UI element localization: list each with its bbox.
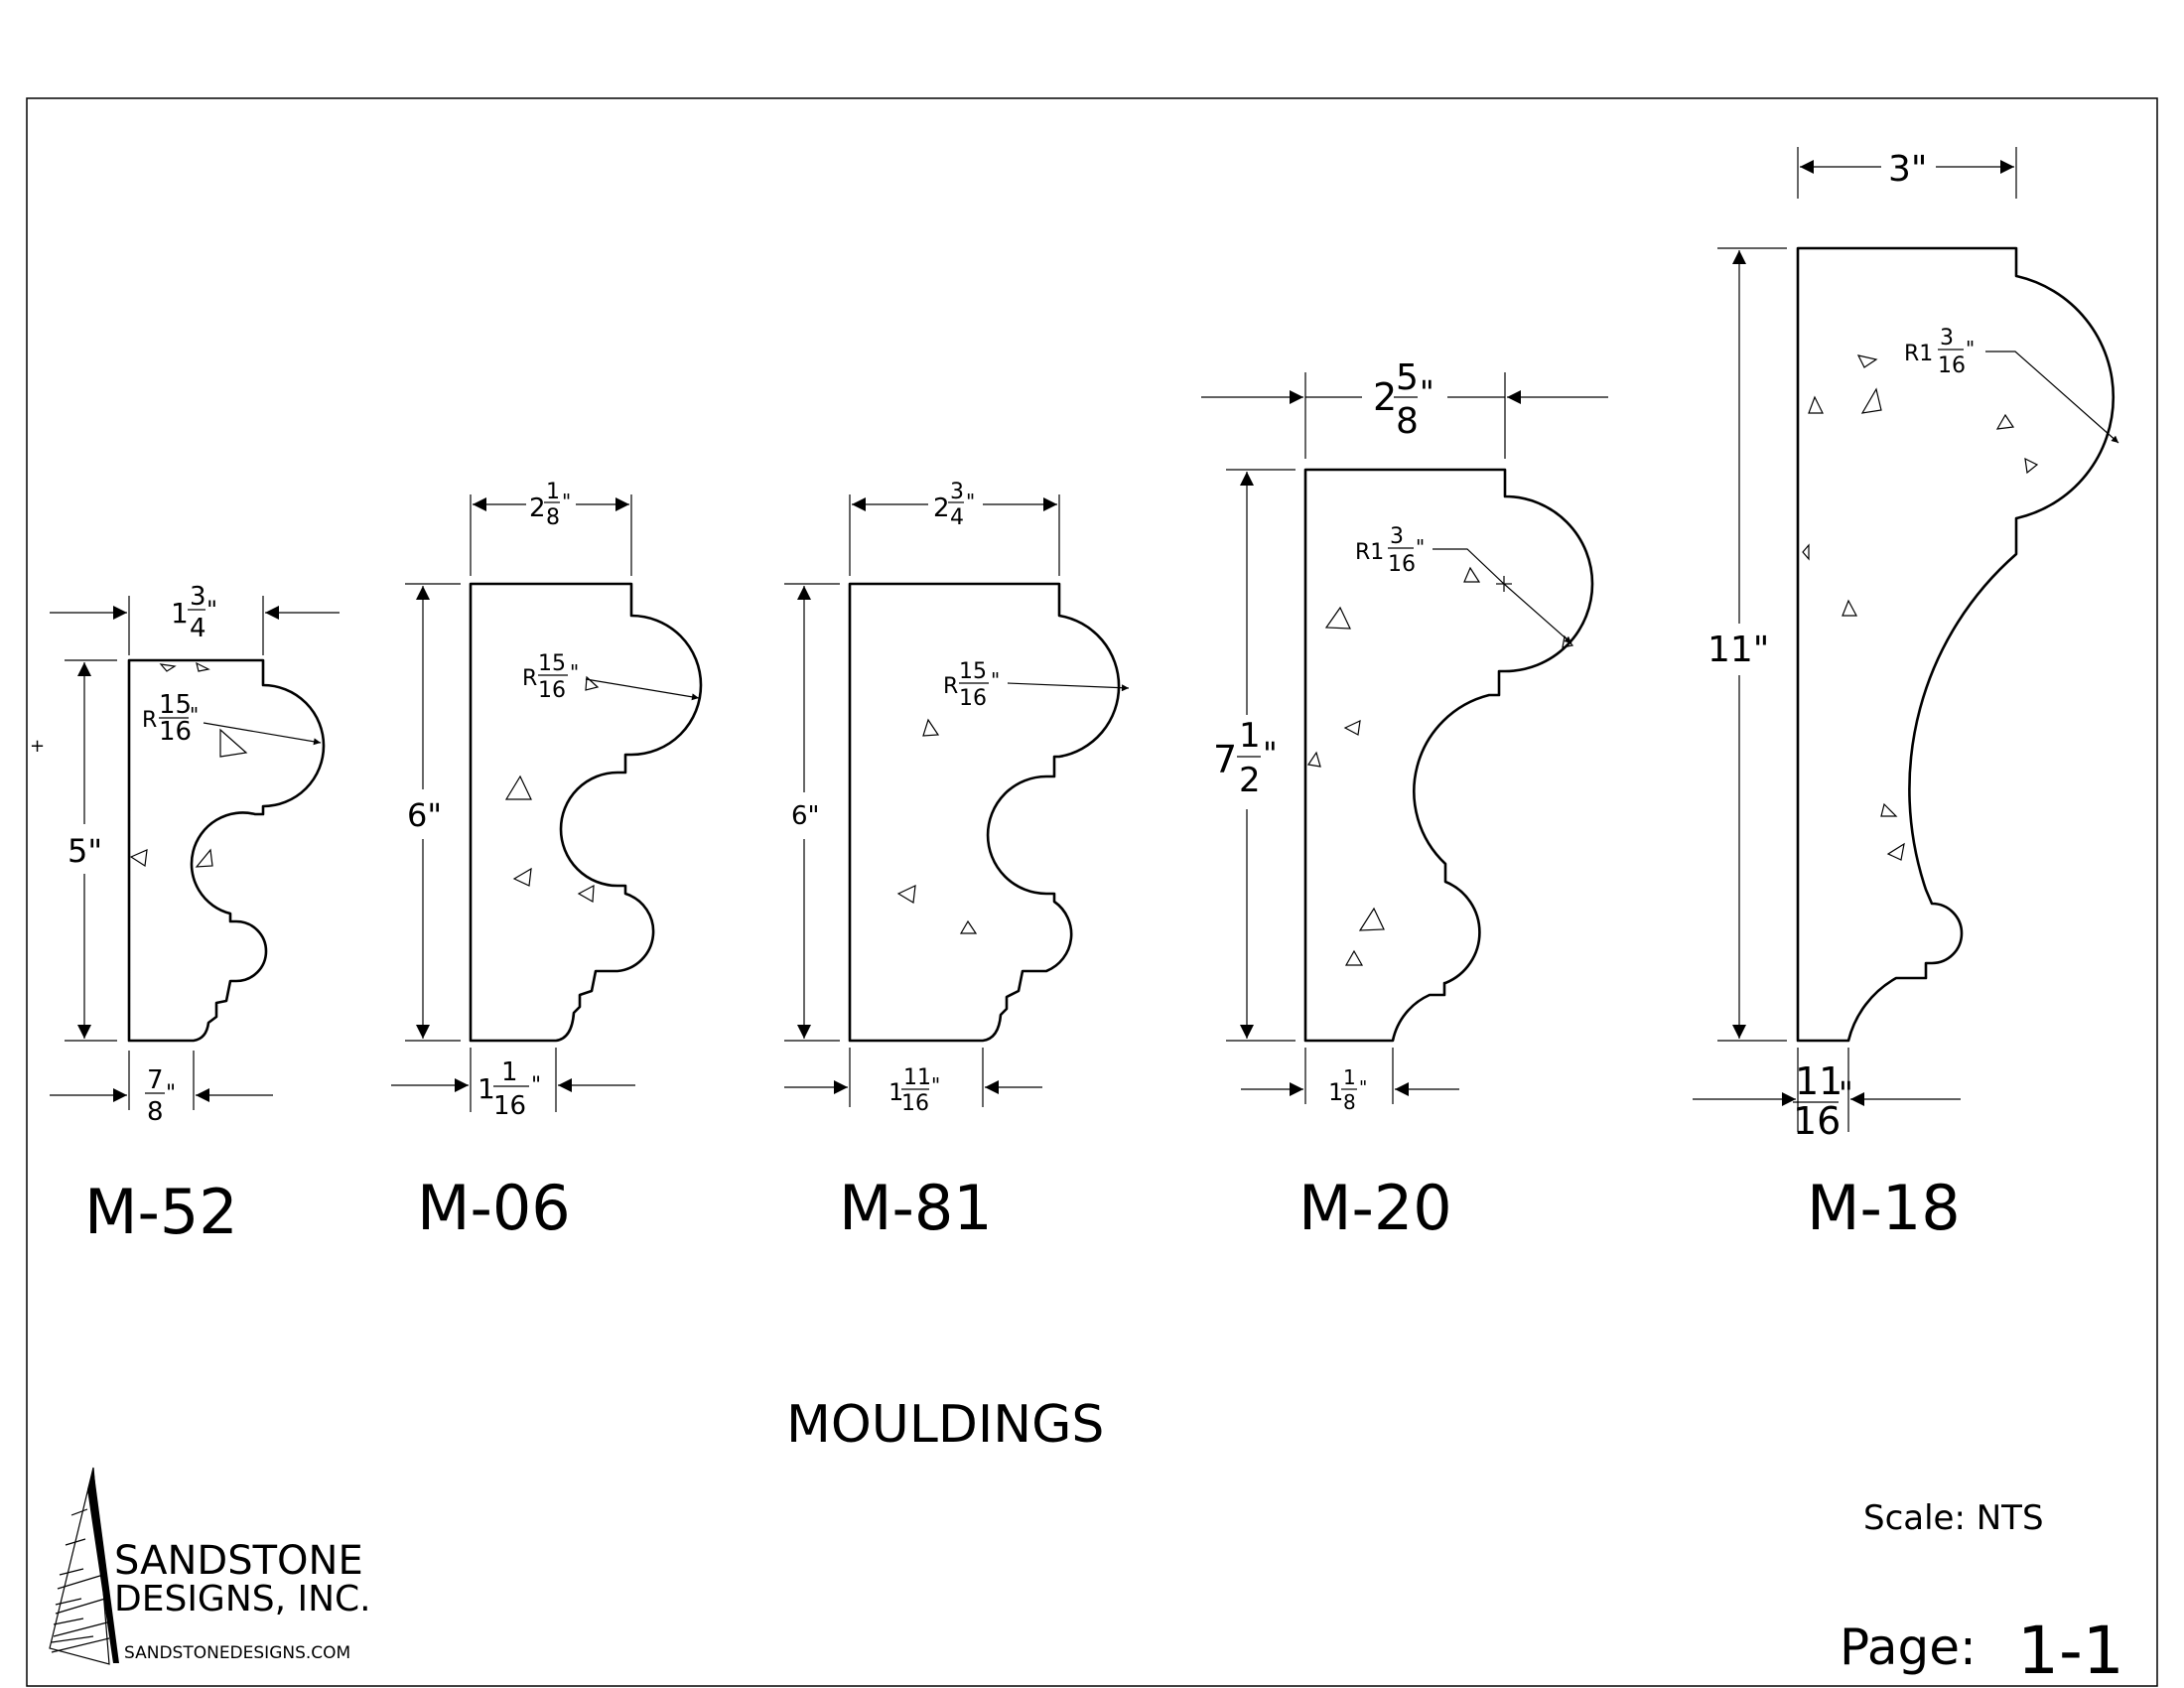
m-52-base-den: 8 xyxy=(147,1097,164,1127)
m-06-base-unit: " xyxy=(531,1073,541,1098)
m-81-width-unit: " xyxy=(966,490,975,513)
moulding-m-81: 2 3 4 " 6" R 15 16 " 1 11 16 " M-81 xyxy=(784,480,1130,1244)
moulding-m-52: 1 3 4 " 5" R 15 16 " 7 8 " M-52 xyxy=(50,582,340,1248)
m-18-height: 11" xyxy=(1707,630,1769,670)
m-06-width-unit: " xyxy=(562,490,571,513)
m-20-base-num: 1 xyxy=(1343,1065,1356,1089)
m-20-radius-unit: " xyxy=(1416,535,1425,559)
m-18-radius-prefix: R1 xyxy=(1904,342,1933,366)
m-81-radius-unit: " xyxy=(991,668,1000,692)
profile-m-18 xyxy=(1796,246,2115,1043)
page-number: 1-1 xyxy=(2017,1613,2124,1688)
m-06-base-whole: 1 xyxy=(478,1072,495,1105)
company-website: SANDSTONEDESIGNS.COM xyxy=(124,1643,350,1663)
m-06-base-den: 16 xyxy=(493,1091,526,1121)
m-20-radius-num: 3 xyxy=(1390,524,1404,549)
m-81-base-den: 16 xyxy=(901,1091,929,1116)
m-52-width-unit: " xyxy=(206,596,217,624)
m-18-width: 3" xyxy=(1888,149,1927,190)
m-81-width-whole: 2 xyxy=(933,493,950,523)
m-20-radius-den: 16 xyxy=(1388,552,1416,577)
m-81-radius-num: 15 xyxy=(959,659,987,684)
page-label: Page: xyxy=(1840,1618,1977,1676)
m-81-width-den: 4 xyxy=(950,505,964,530)
m-18-base-den: 16 xyxy=(1793,1099,1841,1143)
m-20-height-unit: " xyxy=(1263,735,1278,773)
m-20-width-unit: " xyxy=(1420,373,1434,411)
m-06-radius-num: 15 xyxy=(538,651,566,676)
m-20-height-whole: 7 xyxy=(1213,738,1237,781)
m-06-width-num: 1 xyxy=(546,480,560,504)
moulding-m-20: 2 5 8 " 7 1 2 " R1 3 16 " 1 1 8 " xyxy=(1201,357,1608,1244)
m-52-width-whole: 1 xyxy=(171,597,189,630)
m-81-base-num: 11 xyxy=(903,1065,931,1090)
m-52-radius-unit: " xyxy=(190,703,199,727)
profile-m-81 xyxy=(848,582,1121,1043)
company-logo xyxy=(49,1467,119,1665)
m-18-radius-den: 16 xyxy=(1938,353,1966,378)
m-06-height: 6" xyxy=(407,796,442,834)
m-18-radius-num: 3 xyxy=(1940,326,1954,351)
m-81-label: M-81 xyxy=(839,1172,993,1244)
m-52-label: M-52 xyxy=(84,1176,238,1248)
m-20-base-den: 8 xyxy=(1343,1090,1356,1114)
m-20-base-unit: " xyxy=(1359,1077,1367,1098)
m-52-base-unit: " xyxy=(166,1081,176,1106)
moulding-m-18: 3" 11" R1 3 16 " 11 16 " M-18 xyxy=(1693,147,2119,1244)
m-06-radius-prefix: R xyxy=(522,666,537,691)
m-20-height-num: 1 xyxy=(1239,716,1261,756)
m-18-base-unit: " xyxy=(1839,1074,1853,1112)
m-20-width-num: 5 xyxy=(1396,357,1419,398)
m-81-radius-prefix: R xyxy=(943,674,958,699)
m-20-base-whole: 1 xyxy=(1328,1078,1343,1106)
m-81-width-num: 3 xyxy=(950,480,964,504)
m-52-width-den: 4 xyxy=(190,614,206,643)
m-52-radius-prefix: R xyxy=(142,708,157,733)
m-81-radius-den: 16 xyxy=(959,686,987,711)
m-52-base-num: 7 xyxy=(147,1065,164,1095)
m-81-base-unit: " xyxy=(931,1073,940,1097)
m-06-radius-unit: " xyxy=(570,660,579,684)
m-20-height-den: 2 xyxy=(1239,761,1261,800)
m-18-base-num: 11 xyxy=(1795,1059,1843,1103)
crosshair-mark: + xyxy=(30,736,45,757)
profile-m-52 xyxy=(127,658,326,1043)
company-name-line2: DESIGNS, INC. xyxy=(114,1579,371,1619)
sheet-title: MOULDINGS xyxy=(786,1395,1104,1455)
m-06-radius-den: 16 xyxy=(538,678,566,703)
profile-m-06 xyxy=(469,582,703,1043)
m-81-base-whole: 1 xyxy=(888,1078,903,1106)
m-18-radius-unit: " xyxy=(1966,337,1975,360)
moulding-m-06: 2 1 8 " 6" R 15 16 " 1 1 16 " M-06 xyxy=(391,480,703,1244)
m-52-radius-den: 16 xyxy=(159,717,192,747)
m-06-width-den: 8 xyxy=(546,505,560,530)
profile-m-20 xyxy=(1303,468,1594,1043)
m-52-radius-num: 15 xyxy=(159,690,192,720)
m-18-label: M-18 xyxy=(1807,1172,1961,1244)
m-20-width-den: 8 xyxy=(1396,401,1419,442)
sheet-border xyxy=(26,97,2158,1687)
m-20-radius-prefix: R1 xyxy=(1355,540,1384,565)
m-06-label: M-06 xyxy=(417,1172,571,1244)
company-name-line1: SANDSTONE xyxy=(114,1538,363,1584)
m-20-label: M-20 xyxy=(1298,1172,1452,1244)
m-81-height: 6" xyxy=(791,801,820,831)
m-06-width-whole: 2 xyxy=(529,493,546,523)
m-20-width-whole: 2 xyxy=(1373,375,1397,419)
scale-label: Scale: NTS xyxy=(1863,1498,2044,1538)
m-52-height: 5" xyxy=(68,832,102,870)
m-52-width-num: 3 xyxy=(190,582,206,612)
m-06-base-num: 1 xyxy=(501,1057,518,1087)
